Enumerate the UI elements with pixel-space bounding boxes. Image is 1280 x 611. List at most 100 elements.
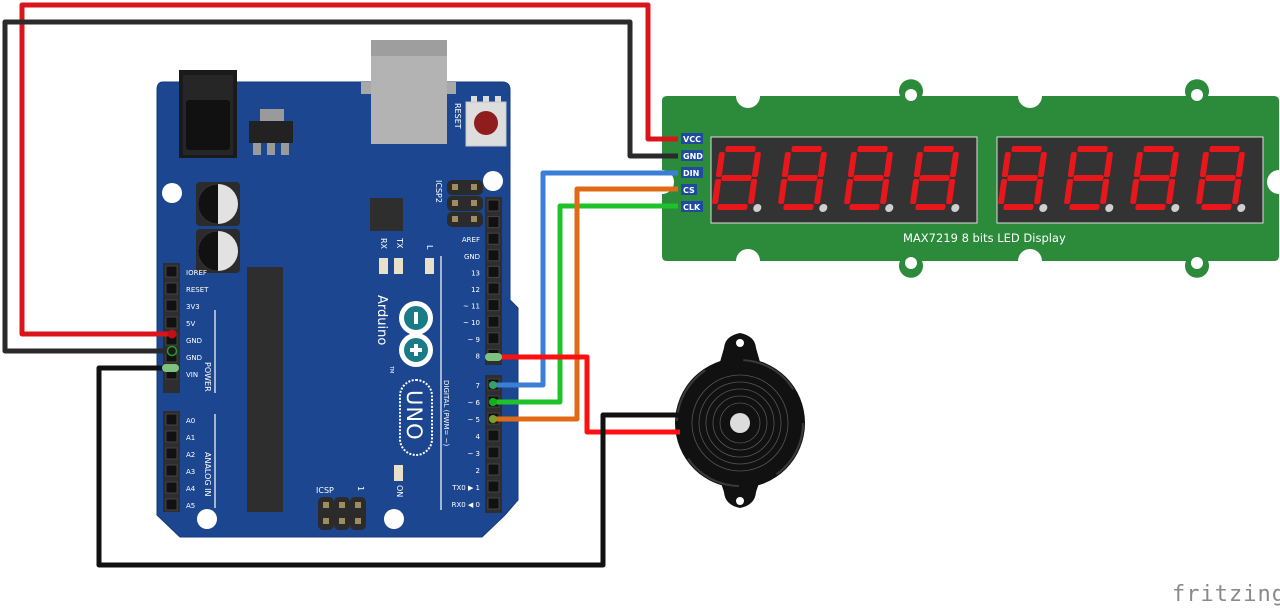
seven-segment-digit [1196,146,1246,212]
digital-pin-socket[interactable] [487,497,500,510]
segment [1166,179,1176,204]
digital-pin-socket[interactable] [487,282,500,295]
digital-pin-socket[interactable] [487,299,500,312]
segment [1103,152,1113,177]
segment [1100,179,1110,204]
segment [883,152,893,177]
power-pin-label: RESET [186,286,209,294]
segment [783,204,814,210]
segment [1007,175,1038,181]
digital-pin-socket[interactable] [487,480,500,493]
analog-pin-socket[interactable] [165,464,178,477]
segment [751,152,761,177]
power-pin-socket[interactable] [165,265,178,278]
reset-button[interactable] [465,96,507,147]
wire-5v-to-vcc[interactable] [19,2,678,337]
power-pin-socket[interactable] [165,299,178,312]
module-pin-label: DIN [683,169,699,178]
segment [725,146,756,152]
module-pin-cs[interactable] [681,184,697,195]
digital-pin-socket[interactable] [487,315,500,328]
power-pin-socket[interactable] [165,316,178,329]
digital-pin-label: ~ 5 [467,416,480,424]
wire-pin7-to-din[interactable] [493,170,678,388]
digital-pin-socket[interactable] [487,216,500,229]
reset-button-cap[interactable] [474,111,498,135]
analog-header [163,411,180,512]
segment [1169,152,1179,177]
display-caption: MAX7219 8 bits LED Display [903,231,1066,245]
seven-segment-digit [910,146,960,212]
analog-pin-socket[interactable] [165,430,178,443]
seven-segment-digit [778,146,828,212]
segment [949,152,959,177]
module-pin-label: GND [683,152,703,161]
analog-pin-socket[interactable] [165,413,178,426]
digital-pin-label: GND [464,253,480,261]
segment [1199,152,1209,177]
digital-pin-socket[interactable] [487,446,500,459]
digital-pin-socket[interactable] [487,265,500,278]
module-pin-vcc[interactable] [681,133,703,144]
module-pin-clk[interactable] [681,201,703,212]
power-pin-label: 3V3 [186,303,200,311]
segment [712,179,722,204]
rx-label: RX [379,238,388,250]
digital-pin-socket[interactable] [487,463,500,476]
seven-segment-digit [844,146,894,212]
module-pin-gnd[interactable] [681,150,703,161]
wire-gnd-to-module-gnd[interactable] [2,19,678,354]
power-pin-socket[interactable] [165,282,178,295]
segment [787,175,818,181]
wire-pin8-to-buzzer[interactable] [493,354,680,435]
segment [946,179,956,204]
segment [910,179,920,204]
segment [1209,146,1240,152]
icsp-label: ICSP [316,486,334,495]
arduino-uno-board: RESET ICSP2 RX TX L [156,40,519,538]
module-pin-label: VCC [683,135,701,144]
analog-pin-socket[interactable] [165,447,178,460]
power-pin-label: GND [186,337,202,345]
mounting-hole [483,171,503,191]
digital-pin-socket[interactable] [487,232,500,245]
digital-pin-socket[interactable] [487,249,500,262]
dc-power-jack [179,70,237,158]
max7219-display-module: MAX7219 8 bits LED Display VCCGNDDINCSCL… [662,79,1279,278]
segment [1064,179,1074,204]
analog-pin-label: A1 [186,434,195,442]
digital-pin-label: ~ 11 [463,303,480,311]
decimal-point [819,204,828,212]
segment [913,152,923,177]
segment [1232,179,1242,204]
digital-pin-label: RX0 ◀ 0 [452,501,480,509]
segment [1235,152,1245,177]
digital-pin-label: TX0 ▶ 1 [451,484,480,492]
decimal-point [951,204,960,212]
digital-pin-socket[interactable] [487,332,500,345]
wire-pin5-to-cs[interactable] [493,186,678,422]
segment [880,179,890,204]
analog-header-title: ANALOG IN [203,452,212,497]
module-pin-din[interactable] [681,167,703,178]
piezo-buzzer [675,333,805,508]
module-pin-label: CS [683,186,695,195]
wire-pin6-to-clk[interactable] [493,203,678,405]
analog-pin-socket[interactable] [165,481,178,494]
digital-pin-label: 13 [471,269,480,277]
digital-pin-label: ~ 10 [463,319,480,327]
usb-controller-chip [370,198,403,231]
mounting-hole [384,509,404,529]
trademark: TM [388,365,394,373]
segment [1130,179,1140,204]
icsp2-header [447,180,483,227]
seven-segment-digit [998,146,1048,212]
arduino-logo-icon [399,301,433,367]
digital-pin-socket[interactable] [487,199,500,212]
analog-pin-label: A4 [186,485,196,493]
digital-pin-socket[interactable] [487,429,500,442]
segment [1196,179,1206,204]
decimal-point [885,204,894,212]
wire-gnd-to-buzzer[interactable] [96,365,680,568]
analog-pin-socket[interactable] [165,498,178,511]
